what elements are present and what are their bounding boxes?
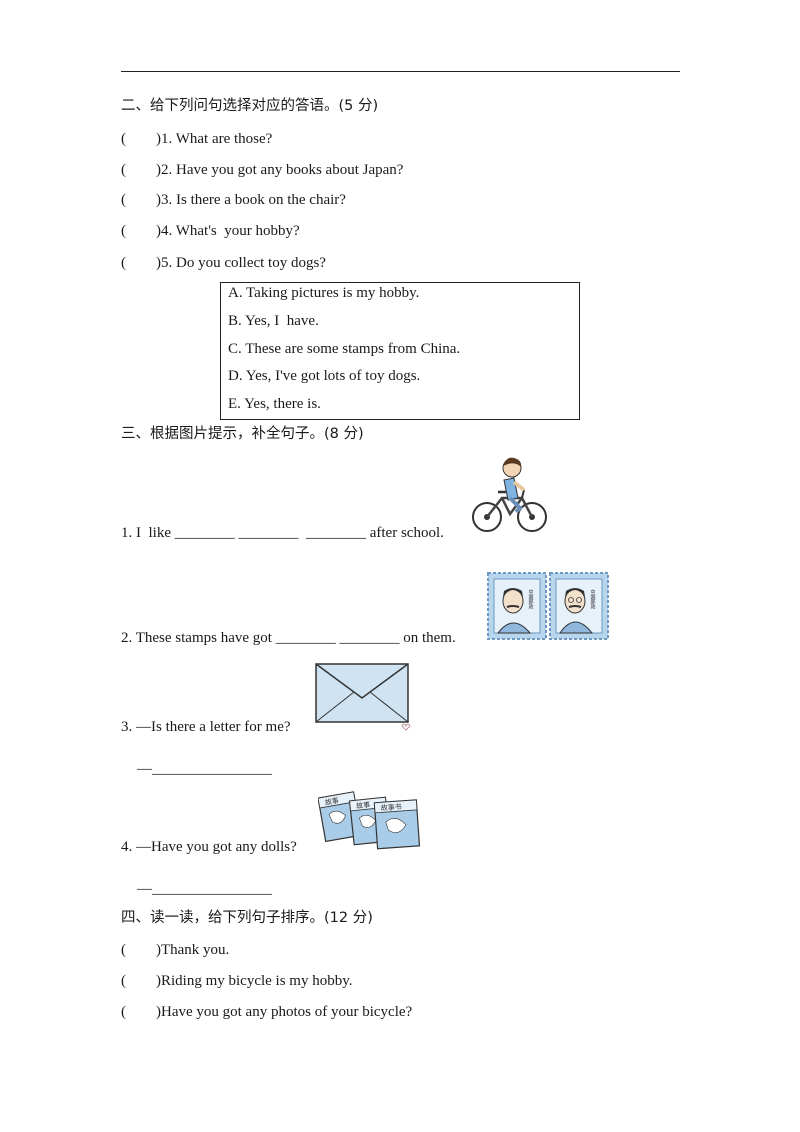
option-e: E. Yes, there is.	[228, 396, 321, 412]
option-b: B. Yes, I have.	[228, 313, 319, 329]
storybooks-picture: 故事 故事 故事书	[318, 791, 421, 850]
question-5: ( )5. Do you collect toy dogs?	[121, 255, 326, 271]
ordering-item-1: ( )Thank you.	[121, 942, 230, 958]
boy-bicycle-picture	[472, 457, 547, 532]
envelope-picture	[315, 663, 411, 731]
book-3-title: 故事书	[380, 802, 402, 812]
item-4: 4. —Have you got any dolls?	[121, 839, 297, 855]
stamp-1-text: 中国邮政	[528, 588, 534, 610]
book-2-title: 故事	[356, 800, 371, 810]
section4-heading: 四、读一读，给下列句子排序。(12 分)	[121, 910, 373, 926]
question-4: ( )4. What's your hobby?	[121, 223, 300, 239]
ordering-item-2: ( )Riding my bicycle is my hobby.	[121, 973, 353, 989]
question-3: ( )3. Is there a book on the chair?	[121, 192, 346, 208]
answer-line-3: —________________	[137, 761, 272, 777]
item-1: 1. I like ________ ________ ________ aft…	[121, 525, 444, 541]
option-c: C. These are some stamps from China.	[228, 341, 461, 357]
stamp-2-text: 中国邮政	[590, 588, 596, 610]
section2-heading: 二、给下列问句选择对应的答语。(5 分)	[121, 98, 379, 114]
question-1: ( )1. What are those?	[121, 131, 273, 147]
ordering-item-3: ( )Have you got any photos of your bicyc…	[121, 1004, 413, 1020]
section3-heading: 三、根据图片提示，补全句子。(8 分)	[121, 426, 364, 442]
option-a: A. Taking pictures is my hobby.	[228, 285, 420, 301]
stamps-picture: 中国邮政 中国邮政	[487, 572, 609, 640]
book-1-title: 故事	[324, 796, 339, 807]
top-rule	[121, 71, 680, 72]
option-d: D. Yes, I've got lots of toy dogs.	[228, 368, 421, 384]
answer-line-4: —________________	[137, 881, 272, 897]
item-2: 2. These stamps have got ________ ______…	[121, 630, 456, 646]
options-box	[220, 282, 580, 420]
item-3: 3. —Is there a letter for me?	[121, 719, 291, 735]
question-2: ( )2. Have you got any books about Japan…	[121, 162, 404, 178]
